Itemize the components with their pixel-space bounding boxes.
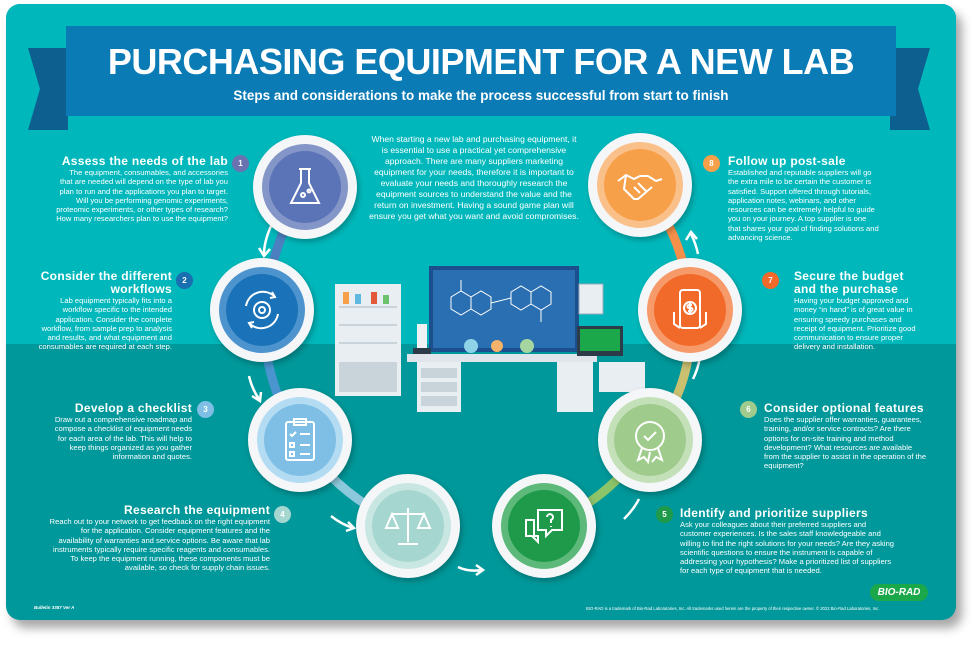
- step-1-badge: 1: [232, 155, 249, 172]
- molecule-drawing-icon: [450, 280, 552, 322]
- gear-cycle-icon: [245, 290, 279, 330]
- legal-notice: BIO-RAD is a trademark of Bio-Rad Labora…: [586, 606, 880, 611]
- step-5-body: Ask your colleagues about their preferre…: [680, 520, 895, 576]
- step-3-title: Develop a checklist: [74, 401, 192, 415]
- step-7-body: Having your budget approved and money “i…: [794, 296, 916, 352]
- step-4-body: Reach out to your network to get feedbac…: [49, 517, 270, 573]
- arrow-icon: [247, 375, 261, 400]
- step-5-badge: 5: [656, 506, 673, 523]
- lab-illustration: [335, 266, 645, 412]
- intro-paragraph: When starting a new lab and purchasing e…: [369, 134, 579, 221]
- page-subtitle: Steps and considerations to make the pro…: [233, 88, 729, 103]
- award-badge-icon: [635, 421, 665, 465]
- step-7-title: Secure the budget and the purchase: [794, 269, 904, 296]
- step-3-body: Draw out a comprehensive roadmap and com…: [54, 415, 192, 462]
- step-6-badge: 6: [740, 401, 757, 418]
- step-2-text: Consider the different workflows Lab equ…: [36, 270, 172, 352]
- step-1-text: Assess the needs of the lab The equipmen…: [56, 155, 228, 224]
- step-7-text: Secure the budget and the purchase Havin…: [794, 270, 924, 352]
- step-6-text: Consider optional features Does the supp…: [764, 402, 929, 471]
- step-4-title: Research the equipment: [124, 503, 270, 517]
- chat-question-icon: [525, 509, 563, 545]
- step-5-title: Identify and prioritize suppliers: [680, 506, 868, 520]
- arrow-head-icon: [345, 521, 357, 533]
- arrow-head-icon: [475, 563, 486, 577]
- step-5-circle: [492, 474, 596, 578]
- step-7-badge: 7: [762, 272, 779, 289]
- handshake-icon: [617, 173, 663, 200]
- step-8-circle: [588, 133, 692, 237]
- step-8-text: Follow up post-sale Established and repu…: [728, 154, 880, 243]
- step-4-circle: [356, 474, 460, 578]
- step-6-body: Does the supplier offer warranties, guar…: [764, 415, 927, 471]
- step-2-body: Lab equipment typically fits into a work…: [38, 296, 172, 352]
- step-4-badge: 4: [274, 506, 291, 523]
- arrow-head-icon: [251, 391, 263, 404]
- step-1-title: Assess the needs of the lab: [61, 154, 228, 168]
- infographic: PURCHASING EQUIPMENT FOR A NEW LAB Steps…: [6, 4, 956, 620]
- step-7-circle: [638, 258, 742, 362]
- step-5-text: Identify and prioritize suppliers Ask yo…: [680, 507, 896, 576]
- balance-scale-icon: [384, 508, 432, 545]
- arrow-icon: [457, 565, 483, 572]
- step-1-circle: [253, 135, 357, 239]
- step-3-text: Develop a checklist Draw out a comprehen…: [46, 401, 192, 462]
- arrow-head-icon: [257, 247, 271, 259]
- step-8-badge: 8: [703, 155, 720, 172]
- step-8-body: Established and reputable suppliers will…: [728, 168, 879, 243]
- title-banner: PURCHASING EQUIPMENT FOR A NEW LAB Steps…: [66, 26, 896, 116]
- arrow-icon: [330, 515, 354, 530]
- step-6-circle: [598, 388, 702, 492]
- lab-bench: [407, 354, 597, 362]
- microscope: [417, 324, 427, 354]
- step-2-title: Consider the different workflows: [40, 269, 172, 296]
- bio-rad-logo: BIO-RAD: [870, 584, 928, 601]
- step-3-badge: 3: [197, 401, 214, 418]
- mobile-payment-icon: [673, 289, 707, 329]
- tube-rack: [578, 283, 604, 315]
- step-6-title: Consider optional features: [764, 401, 924, 415]
- step-8-title: Follow up post-sale: [728, 154, 846, 168]
- step-2-badge: 2: [176, 272, 193, 289]
- step-1-body: The equipment, consumables, and accessor…: [56, 168, 228, 224]
- bulletin-number: Bulletin 3387 Ver A: [34, 605, 75, 610]
- arrow-icon: [623, 498, 641, 520]
- clipboard-checklist-icon: [285, 418, 315, 461]
- arrow-icon: [689, 233, 700, 255]
- page-title: PURCHASING EQUIPMENT FOR A NEW LAB: [107, 41, 855, 82]
- step-3-circle: [248, 388, 352, 492]
- arrow-head-icon: [684, 229, 698, 241]
- step-4-text: Research the equipment Reach out to your…: [46, 504, 270, 573]
- flask-icon: [289, 168, 321, 204]
- arrow-icon: [262, 225, 273, 255]
- step-2-circle: [210, 258, 314, 362]
